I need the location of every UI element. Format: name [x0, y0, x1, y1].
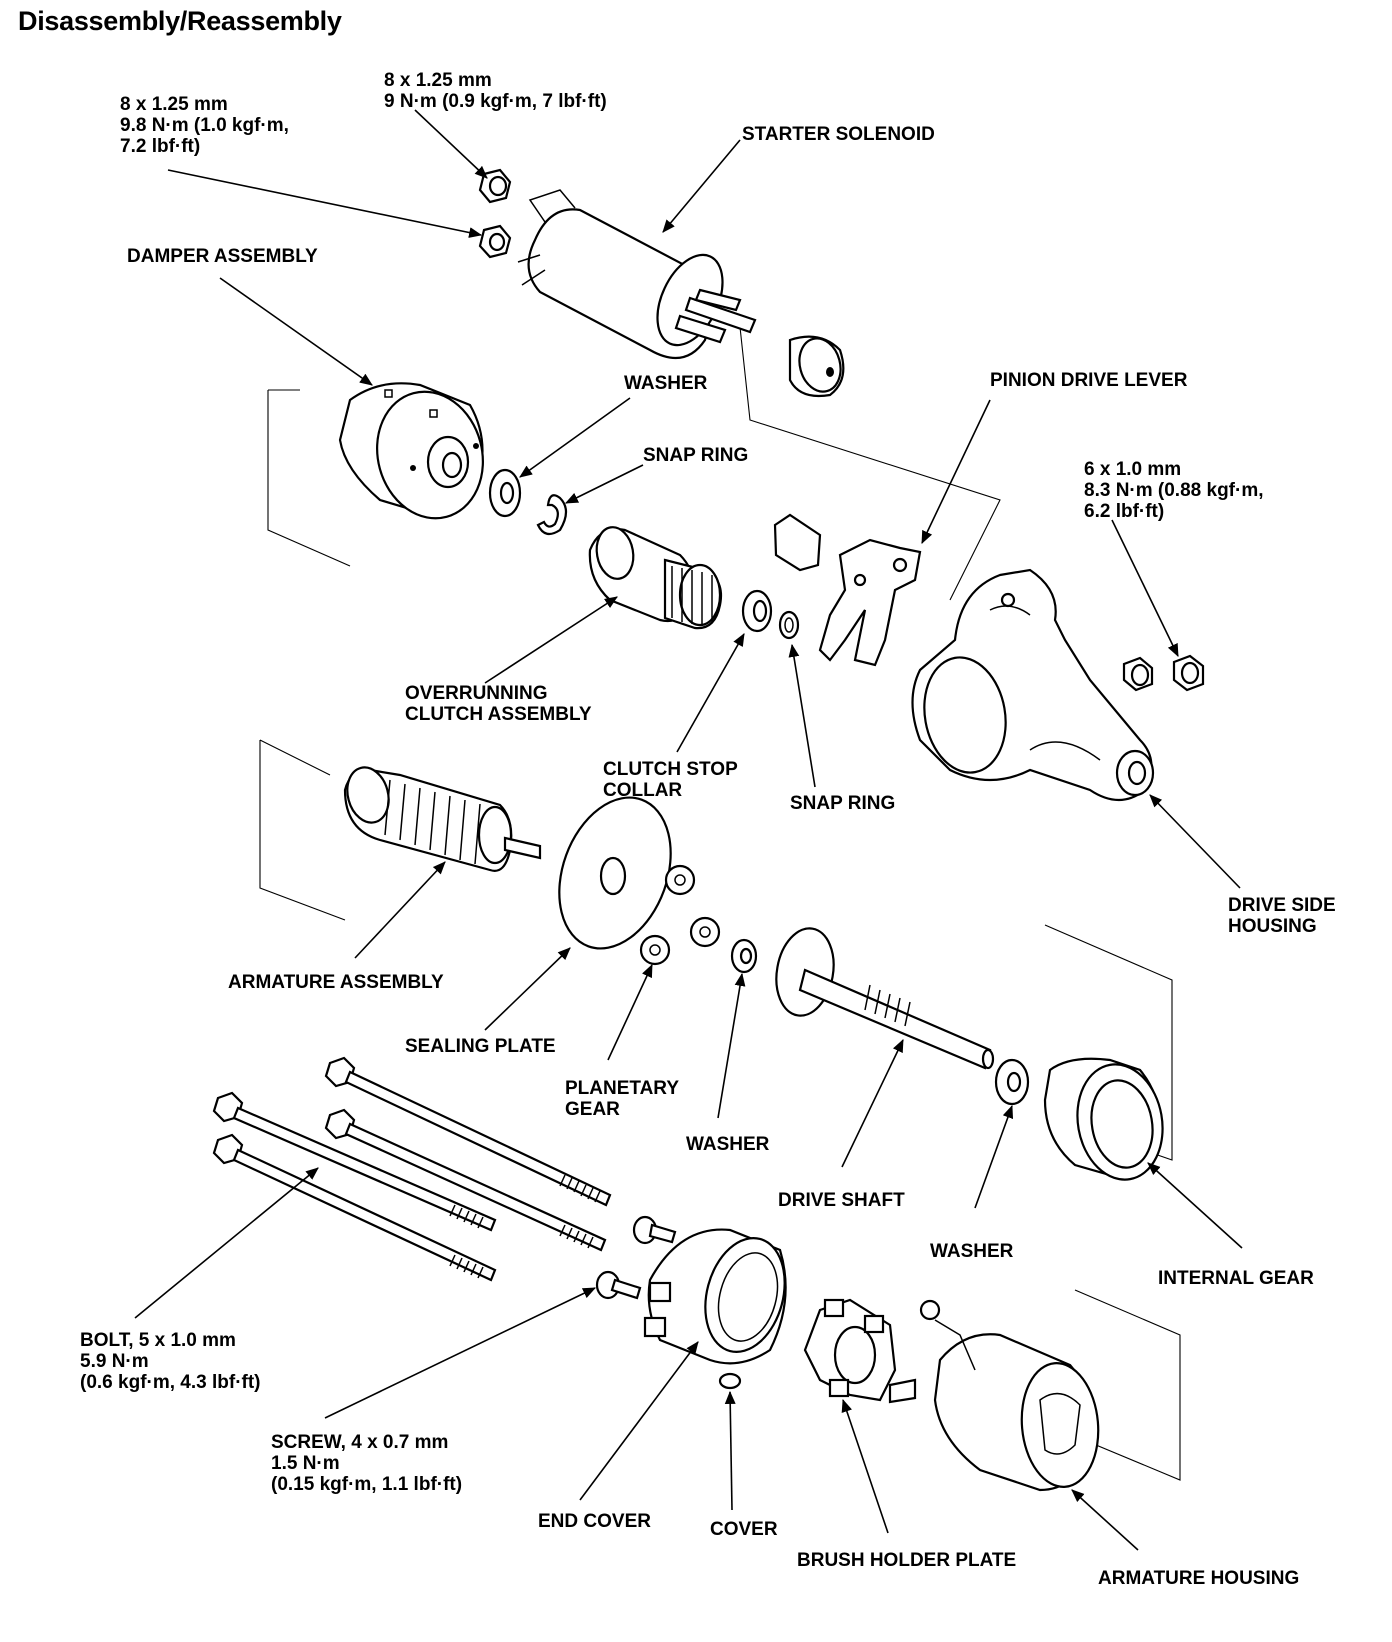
drive-shaft-label: DRIVE SHAFT	[778, 1190, 905, 1211]
bolt-spec-label: BOLT, 5 x 1.0 mm 5.9 N·m (0.6 kgf·m, 4.3…	[80, 1330, 261, 1393]
armature-housing	[888, 1299, 1100, 1492]
spec-line: (0.6 kgf·m, 4.3 lbf·ft)	[80, 1372, 261, 1393]
housing-nut-1	[1122, 656, 1154, 692]
spec-line: 8 x 1.25 mm	[384, 70, 492, 91]
washer-label-2: WASHER	[686, 1134, 770, 1155]
label-line: OVERRUNNING	[405, 683, 548, 704]
planetary-gear-2	[689, 916, 721, 948]
page-title: Disassembly/Reassembly	[18, 6, 342, 36]
washer-label-3: WASHER	[930, 1241, 1014, 1262]
clutch-stop-collar	[741, 589, 773, 633]
label-line: CLUTCH STOP	[603, 759, 738, 780]
through-bolt-2	[212, 1091, 497, 1232]
clutch-stop-collar-label: CLUTCH STOP COLLAR	[603, 759, 738, 801]
brush-holder-plate-label: BRUSH HOLDER PLATE	[797, 1550, 1017, 1571]
planetary-gear-1	[664, 864, 696, 896]
starter-solenoid	[517, 189, 757, 360]
cover	[718, 1372, 742, 1390]
pinion-drive-lever	[773, 513, 922, 667]
washer-middle	[730, 938, 758, 974]
label-line: COLLAR	[603, 780, 683, 801]
spec-line: 8 x 1.25 mm	[120, 94, 228, 115]
drive-side-housing-label: DRIVE SIDE HOUSING	[1228, 895, 1336, 937]
spec-line: SCREW, 4 x 0.7 mm	[271, 1432, 449, 1453]
drive-side-housing	[911, 568, 1155, 802]
through-bolt-3	[324, 1108, 607, 1252]
label-line: GEAR	[565, 1099, 620, 1120]
screw-spec-label: SCREW, 4 x 0.7 mm 1.5 N·m (0.15 kgf·m, 1…	[271, 1432, 462, 1495]
label-line: CLUTCH ASSEMBLY	[405, 704, 592, 725]
end-cover-label: END COVER	[538, 1511, 651, 1532]
spec-line: (0.15 kgf·m, 1.1 lbf·ft)	[271, 1474, 463, 1495]
leader-lines	[134, 109, 1243, 1551]
solenoid-nut-upper	[478, 168, 512, 204]
planetary-gear-label: PLANETARY GEAR	[565, 1078, 679, 1120]
spec-line: 6.2 lbf·ft)	[1084, 501, 1165, 522]
spec-line: BOLT, 5 x 1.0 mm	[80, 1330, 236, 1351]
washer-label-1: WASHER	[624, 373, 708, 394]
solenoid-plunger-cap	[788, 335, 845, 398]
drive-shaft	[775, 927, 995, 1070]
overrunning-clutch-label: OVERRUNNING CLUTCH ASSEMBLY	[405, 683, 592, 725]
label-line: HOUSING	[1228, 916, 1317, 937]
armature-assembly-label: ARMATURE ASSEMBLY	[228, 972, 444, 993]
solenoid-nut-spec-label: 8 x 1.25 mm 9 N·m (0.9 kgf·m, 7 lbf·ft)	[384, 70, 607, 112]
screw-upper	[632, 1215, 677, 1245]
internal-gear	[1043, 1057, 1164, 1181]
sealing-plate	[558, 796, 672, 950]
spec-line: 6 x 1.0 mm	[1084, 459, 1182, 480]
armature-housing-label: ARMATURE HOUSING	[1098, 1568, 1300, 1589]
housing-nut-2	[1172, 654, 1205, 692]
snap-ring-lower	[778, 610, 800, 640]
through-bolt-1	[324, 1056, 612, 1207]
pinion-drive-lever-label: PINION DRIVE LEVER	[990, 370, 1188, 391]
label-line: DRIVE SIDE	[1228, 895, 1336, 916]
cover-label: COVER	[710, 1519, 778, 1540]
damper-assembly-label: DAMPER ASSEMBLY	[127, 246, 318, 267]
spec-line: 8.3 N·m (0.88 kgf·m,	[1084, 480, 1264, 501]
washer-upper	[488, 468, 522, 518]
damper-assembly	[338, 382, 484, 520]
solenoid-nut-lower	[478, 224, 512, 259]
internal-gear-label: INTERNAL GEAR	[1158, 1268, 1314, 1289]
label-line: PLANETARY	[565, 1078, 679, 1099]
washer-lower	[994, 1058, 1030, 1106]
spec-line: 5.9 N·m	[80, 1351, 149, 1372]
solenoid-nut-spec-2-label: 8 x 1.25 mm 9.8 N·m (1.0 kgf·m, 7.2 lbf·…	[120, 94, 289, 157]
sealing-plate-label: SEALING PLATE	[405, 1036, 556, 1057]
spec-line: 9.8 N·m (1.0 kgf·m,	[120, 115, 289, 136]
spec-line: 1.5 N·m	[271, 1453, 340, 1474]
planetary-gear-3	[639, 934, 671, 966]
armature-assembly	[343, 766, 542, 872]
snap-ring-label-2: SNAP RING	[790, 793, 896, 814]
snap-ring-label-1: SNAP RING	[643, 445, 749, 466]
snap-ring-upper	[536, 494, 568, 536]
screw-lower	[595, 1270, 642, 1300]
starter-solenoid-label: STARTER SOLENOID	[742, 124, 935, 145]
spec-line: 9 N·m (0.9 kgf·m, 7 lbf·ft)	[384, 91, 607, 112]
end-cover	[643, 1228, 787, 1365]
brush-holder-plate	[803, 1298, 897, 1402]
overrunning-clutch-assembly	[588, 526, 723, 630]
spec-line: 7.2 lbf·ft)	[120, 136, 201, 157]
housing-nut-spec-label: 6 x 1.0 mm 8.3 N·m (0.88 kgf·m, 6.2 lbf·…	[1084, 459, 1264, 522]
